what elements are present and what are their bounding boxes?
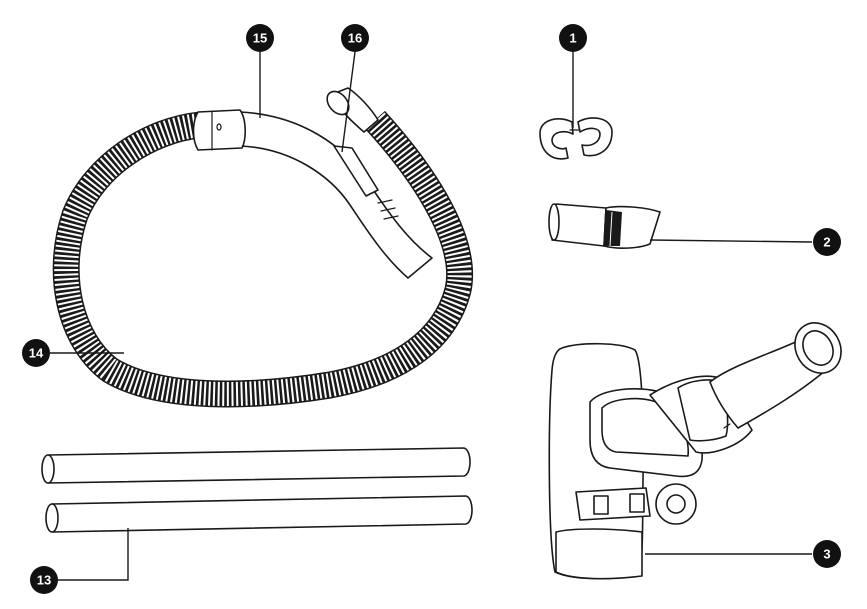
callout-label: 3 [823,547,830,562]
callout-1: 1 [559,24,587,52]
brush-wheel-axle [666,494,686,514]
crevice-tool [548,203,661,249]
slider-body [333,145,379,197]
leader-13 [58,528,129,581]
brush-swivel [709,339,827,429]
tube-lower [51,495,473,533]
clip-left-ring [539,118,574,160]
callout-label: 15 [253,31,267,46]
grip-line-3 [383,215,399,220]
leader-16 [341,51,356,153]
hose-ribs [54,111,472,406]
callout-circle [813,228,841,256]
brush-pipe-opening [802,330,834,366]
callout-circle [559,24,587,52]
airflow-slider [333,145,399,220]
floor-brush [548,322,842,580]
extension-tubes [41,447,473,533]
hose-clip [539,117,613,160]
crevice-brush-band [604,210,622,246]
cuff-dot [216,123,222,131]
hose-handle [192,87,433,279]
callout-label: 14 [29,346,44,361]
callout-circle [30,566,58,594]
grip-line-2 [380,207,396,212]
callout-16: 16 [341,24,369,52]
tube-upper [47,447,471,484]
leader-lines [50,51,813,581]
latch-tab-left [593,495,609,515]
callout-3: 3 [813,540,841,568]
callout-label: 16 [348,31,362,46]
tube-lower-end [45,503,59,533]
callout-2: 2 [813,228,841,256]
callout-circle [341,24,369,52]
band-stripe [609,211,613,247]
grip-line-1 [377,199,393,204]
neck-mark [723,423,731,429]
crevice-opening [548,203,560,241]
callout-15: 15 [246,24,274,52]
flexible-hose [52,110,474,408]
leader-2 [649,239,813,243]
latch-tab-right [629,493,645,513]
brush-front-lip [555,528,643,580]
callout-circle [813,540,841,568]
crevice-tube [551,203,607,247]
callout-circle [246,24,274,52]
callout-label: 2 [823,235,830,250]
callout-label: 13 [37,573,51,588]
callout-13: 13 [30,566,58,594]
clip-right-ring [577,117,613,157]
callout-14: 14 [22,339,50,367]
callout-circle [22,339,50,367]
tube-upper-end [41,454,55,484]
callout-label: 1 [569,31,576,46]
hose-end-opening [326,90,350,116]
